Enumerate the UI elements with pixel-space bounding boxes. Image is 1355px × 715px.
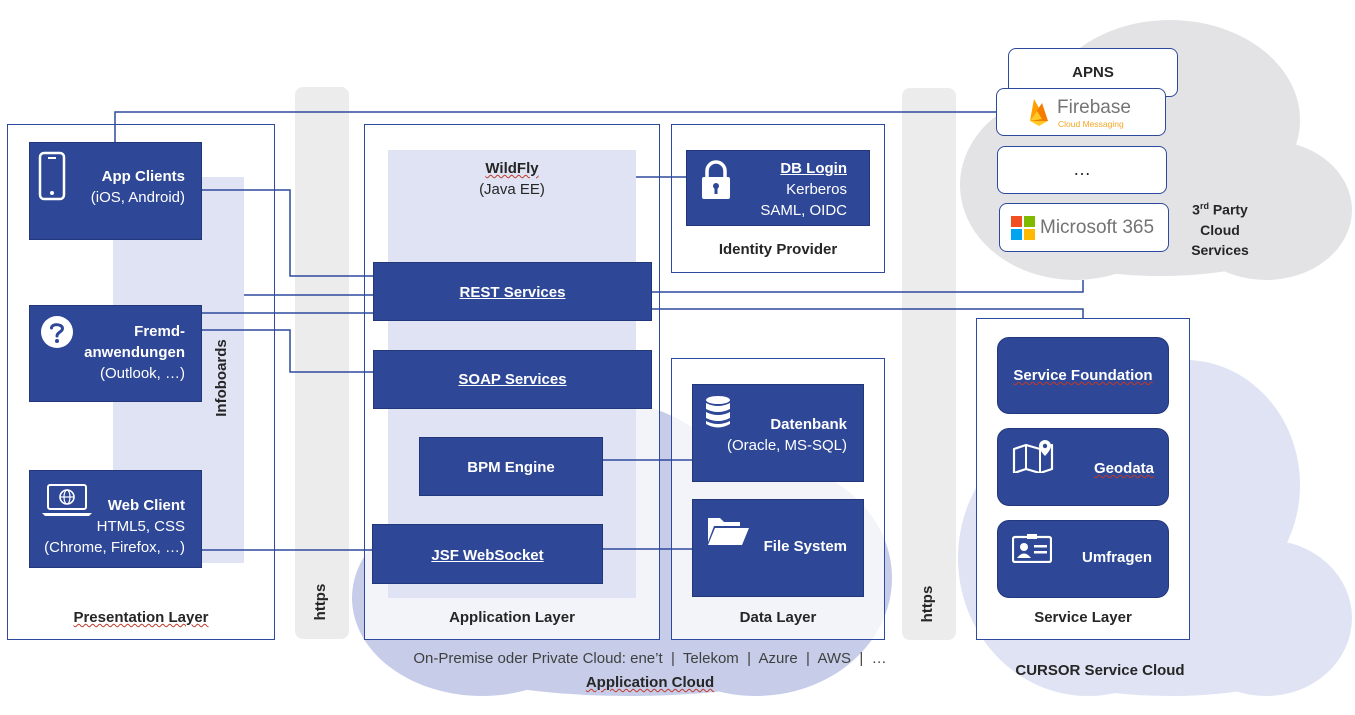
- datenbank-subtitle: (Oracle, MS-SQL): [726, 437, 847, 454]
- file-system-title: File System: [763, 538, 847, 555]
- geodata-label: Geodata: [1093, 460, 1154, 477]
- saml-oidc-text: SAML, OIDC: [760, 202, 847, 219]
- firebase-sub: Cloud Messaging: [1058, 119, 1124, 129]
- smartphone-icon: [38, 151, 66, 201]
- microsoft-365-label: Microsoft 365: [1040, 217, 1155, 238]
- third-party-label: 3rd Party Cloud Services: [1180, 196, 1260, 260]
- application-layer-label: Application Layer: [449, 609, 575, 626]
- app-clients-box[interactable]: App Clients (iOS, Android): [29, 142, 202, 240]
- rest-services-box[interactable]: REST Services: [373, 262, 652, 321]
- rest-services-label: REST Services: [459, 284, 566, 301]
- third-party-line2: Cloud: [1200, 221, 1240, 238]
- identity-provider-label: Identity Provider: [718, 241, 838, 258]
- microsoft-365-card[interactable]: Microsoft 365: [999, 203, 1169, 252]
- soap-services-box[interactable]: SOAP Services: [373, 350, 652, 409]
- web-client-line3: (Chrome, Firefox, …): [44, 539, 185, 556]
- https-right-label: https: [919, 585, 936, 623]
- infoboards-label: Infoboards: [213, 339, 230, 417]
- bpm-engine-box[interactable]: BPM Engine: [419, 437, 603, 496]
- https-left-label: https: [312, 583, 329, 621]
- microsoft-logo-icon: [1011, 216, 1035, 240]
- umfragen-label: Umfragen: [1081, 549, 1152, 566]
- folder-icon: [708, 518, 749, 545]
- third-party-sup: rd: [1199, 201, 1209, 211]
- web-client-title: Web Client: [107, 497, 185, 514]
- fremd-title-line1: Fremd-: [134, 323, 185, 340]
- lock-icon: [702, 160, 730, 199]
- service-foundation-text: Service Foundation: [1013, 367, 1153, 384]
- question-icon: [41, 316, 73, 348]
- database-icon: [706, 396, 730, 428]
- db-login-box[interactable]: DB Login Kerberos SAML, OIDC: [686, 150, 870, 226]
- fremdanwendungen-box[interactable]: Fremd- anwendungen (Outlook, …): [29, 305, 202, 402]
- presentation-layer-label: Presentation Layer: [73, 609, 209, 626]
- app-cloud-label: Application Cloud: [585, 674, 715, 691]
- https-bar-right: [902, 88, 956, 640]
- firebase-label: Firebase: [1057, 97, 1131, 118]
- service-layer-label: Service Layer: [1034, 609, 1132, 626]
- fremd-subtitle: (Outlook, …): [99, 365, 185, 382]
- service-foundation-label: Service Foundation: [998, 365, 1168, 386]
- web-client-line2: HTML5, CSS: [96, 518, 185, 535]
- service-foundation-box[interactable]: Service Foundation: [997, 337, 1169, 414]
- third-party-word: Party: [1208, 201, 1248, 218]
- geodata-box[interactable]: Geodata: [997, 428, 1169, 506]
- app-clients-title: App Clients: [101, 168, 185, 185]
- jsf-websocket-label: JSF WebSocket: [431, 547, 544, 564]
- wildfly-subtitle: (Java EE): [479, 181, 545, 198]
- laptop-globe-icon: [42, 484, 92, 516]
- third-party-line3: Services: [1191, 241, 1249, 258]
- soap-services-label: SOAP Services: [458, 371, 567, 388]
- third-party-num: 3: [1192, 201, 1200, 218]
- datenbank-box[interactable]: Datenbank (Oracle, MS-SQL): [692, 384, 864, 482]
- datenbank-title: Datenbank: [770, 416, 847, 433]
- ellipsis-card[interactable]: …: [997, 146, 1167, 194]
- firebase-card[interactable]: Firebase Cloud Messaging: [996, 88, 1166, 136]
- kerberos-text: Kerberos: [786, 181, 847, 198]
- jsf-websocket-box[interactable]: JSF WebSocket: [372, 524, 603, 584]
- fremd-title-line2: anwendungen: [84, 344, 185, 361]
- data-layer-label: Data Layer: [739, 609, 817, 626]
- db-login-title: DB Login: [780, 160, 847, 177]
- file-system-box[interactable]: File System: [692, 499, 864, 597]
- third-party-line1: 3rd Party: [1180, 196, 1260, 220]
- firebase-flame-icon: [1030, 99, 1048, 126]
- https-bar-left: [295, 87, 349, 639]
- cursor-cloud-label: CURSOR Service Cloud: [1015, 662, 1185, 679]
- ellipsis-label: …: [1073, 159, 1091, 179]
- app-clients-subtitle: (iOS, Android): [90, 189, 185, 206]
- umfragen-box[interactable]: Umfragen: [997, 520, 1169, 598]
- id-card-icon: [1012, 534, 1052, 563]
- bpm-engine-label: BPM Engine: [467, 459, 555, 476]
- wildfly-title: WildFly: [485, 160, 539, 177]
- map-pin-icon: [1012, 440, 1054, 473]
- apns-label: APNS: [1072, 64, 1114, 81]
- web-client-box[interactable]: Web Client HTML5, CSS (Chrome, Firefox, …: [29, 470, 202, 568]
- app-cloud-subtitle: On-Premise oder Private Cloud: ene’t | T…: [413, 650, 887, 667]
